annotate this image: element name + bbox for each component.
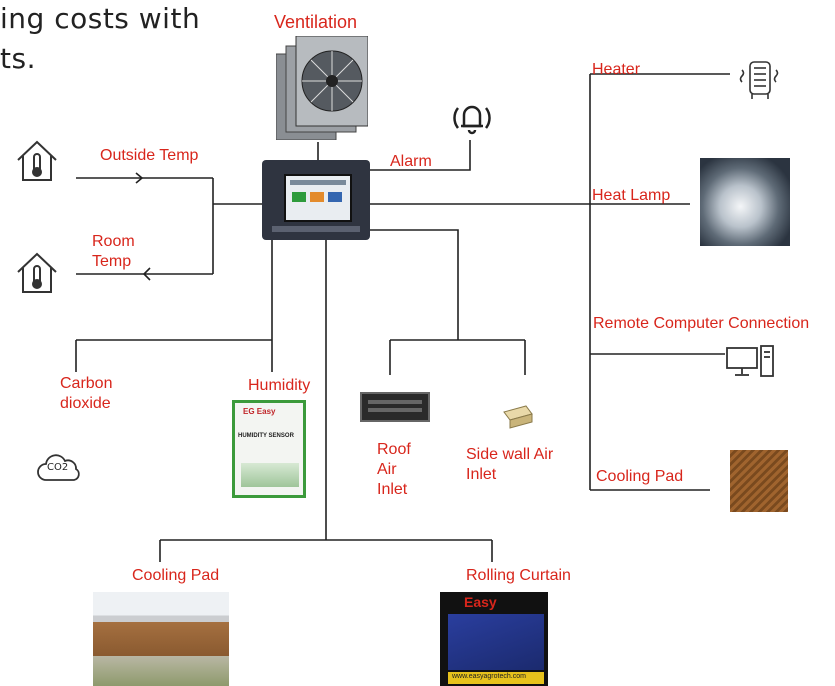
ventilation-label: Ventilation — [274, 12, 358, 32]
humidity-label: Humidity — [248, 377, 311, 394]
outside-temp-house-icon — [14, 138, 60, 184]
ventilation-fan-image — [275, 35, 369, 141]
carbon-dioxide-label-1: Carbon — [60, 375, 113, 392]
curtain-url-text: www.easyagrotech.com — [452, 673, 526, 680]
header-line-1: ing costs with — [0, 2, 201, 35]
co2-badge-text: CO2 — [47, 462, 69, 473]
alarm-label: Alarm — [390, 153, 432, 170]
controller-screen — [284, 174, 352, 222]
co2-cloud-icon: CO2 — [36, 452, 84, 484]
rolling-curtain-photo: Easy www.easyagrotech.com — [440, 592, 548, 686]
cooling-pad-right-photo — [730, 450, 788, 512]
remote-computer-label: Remote Computer Connection — [593, 315, 810, 332]
room-temp-label-2: Temp — [92, 253, 132, 270]
humidity-sensor-text: HUMIDITY SENSOR — [238, 433, 294, 439]
side-wall-air-inlet-label-2: Inlet — [466, 466, 497, 483]
cooling-pad-right-label: Cooling Pad — [596, 468, 684, 485]
outside-temp-label: Outside Temp — [100, 147, 199, 164]
climate-controller — [262, 160, 370, 240]
humidity-sensor-photo: EG Easy HUMIDITY SENSOR — [232, 400, 306, 498]
roof-air-inlet-label-2: Air — [377, 461, 397, 478]
header-line-2: ts. — [0, 42, 36, 75]
heat-lamp-photo — [700, 158, 790, 246]
heater-label: Heater — [592, 61, 641, 78]
rolling-curtain-label: Rolling Curtain — [466, 567, 571, 584]
roof-air-inlet-label-1: Roof — [377, 441, 411, 458]
computer-icon — [725, 344, 777, 380]
roof-air-inlet-photo — [360, 392, 430, 422]
humidity-brand-text: EG Easy — [243, 407, 276, 416]
curtain-brand-text: Easy — [464, 594, 497, 610]
side-wall-air-inlet-image — [500, 402, 536, 430]
heat-lamp-label: Heat Lamp — [592, 187, 671, 204]
carbon-dioxide-label-2: dioxide — [60, 395, 111, 412]
cooling-pad-bottom-label: Cooling Pad — [132, 567, 220, 584]
cooling-pad-bottom-photo — [93, 592, 229, 686]
roof-air-inlet-label-3: Inlet — [377, 481, 408, 498]
room-temp-house-icon — [14, 250, 60, 296]
alarm-bell-icon — [450, 100, 494, 136]
heater-icon — [738, 58, 782, 102]
room-temp-label-1: Room — [92, 233, 135, 250]
side-wall-air-inlet-label-1: Side wall Air — [466, 446, 554, 463]
